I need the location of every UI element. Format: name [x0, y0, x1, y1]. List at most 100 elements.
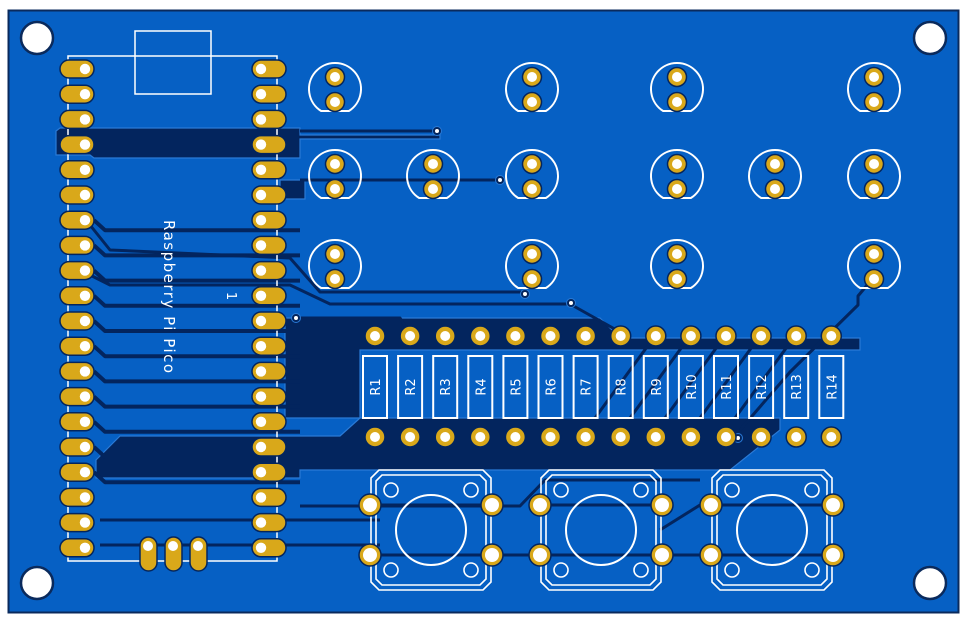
button-corner-mark	[804, 562, 820, 578]
led	[650, 62, 704, 112]
resistor-pad-hole	[545, 432, 556, 442]
resistor	[642, 355, 669, 419]
led-outline	[406, 149, 460, 199]
resistor-pad-hole	[650, 432, 661, 442]
header-pad-hole	[255, 391, 267, 402]
button-corner-mark	[383, 482, 399, 498]
resistor-pad-hole	[580, 432, 591, 442]
led-outline	[847, 62, 901, 112]
led-pad-hole	[672, 97, 682, 107]
resistor-label: R10	[685, 374, 700, 400]
resistor-pad-hole	[791, 331, 802, 341]
led-pad-hole	[869, 274, 879, 284]
trace-header-row	[92, 395, 300, 409]
header-pad-hole	[255, 63, 267, 75]
resistor-label: R7	[580, 378, 595, 395]
button-pad-hole	[826, 498, 840, 512]
resistor-pad-hole	[615, 331, 626, 341]
usb-connector-outline	[134, 30, 212, 95]
mounting-hole	[912, 20, 948, 56]
led-pad-hole	[869, 72, 879, 82]
led-outline	[308, 239, 362, 289]
trace-resistor-diag	[628, 335, 692, 419]
led	[406, 149, 460, 199]
trace-led-row3	[88, 224, 525, 294]
resistor-outline	[502, 355, 529, 419]
button-pad-hole	[533, 498, 547, 512]
resistor-label: R1	[369, 378, 384, 395]
trace-header-row	[92, 294, 300, 308]
led-pad-hole	[330, 184, 340, 194]
resistor-pad-hole	[475, 432, 486, 442]
resistor-pad-hole	[685, 331, 696, 341]
header-pad-hole	[255, 189, 267, 201]
button-pad-hole	[826, 548, 840, 562]
button-pad-hole	[704, 498, 718, 512]
resistor	[818, 355, 845, 419]
resistor-label: R14	[825, 374, 840, 400]
header-pad-hole	[79, 139, 91, 150]
resistor-outline	[607, 355, 634, 419]
led-outline	[505, 62, 559, 112]
resistor	[362, 355, 388, 419]
header-pad-hole	[79, 63, 91, 75]
header-pad-hole	[255, 542, 267, 553]
resistor-label: R5	[509, 378, 524, 395]
via-hole	[294, 316, 298, 320]
header-pad-hole	[79, 391, 91, 402]
led-pad-hole	[869, 159, 879, 169]
trace-header-row	[92, 369, 300, 384]
via-hole	[569, 301, 573, 305]
mcu-label: Raspberry Pi Pico	[160, 220, 178, 375]
header-pad-hole	[255, 467, 267, 478]
led-pad-hole	[869, 97, 879, 107]
resistor-pad-hole	[791, 432, 802, 442]
header-pad-hole	[79, 366, 91, 377]
header-pad-hole	[255, 240, 267, 251]
resistor-outline	[713, 355, 739, 419]
resistor-pad-hole	[826, 331, 837, 341]
led-pad-hole	[672, 159, 682, 169]
resistor	[502, 355, 529, 419]
debug-pad-hole	[193, 541, 203, 551]
led	[308, 239, 362, 289]
button-corner-mark	[633, 482, 649, 498]
resistor	[748, 355, 775, 419]
led	[650, 239, 704, 289]
button-pad-hole	[655, 498, 669, 512]
board-layer	[7, 9, 960, 614]
led-pad-hole	[428, 184, 438, 194]
header-pad-hole	[79, 290, 91, 301]
led	[650, 149, 704, 199]
header-pad-hole	[255, 89, 267, 100]
resistor-outline	[818, 355, 845, 419]
button-corner-mark	[553, 482, 569, 498]
button-actuator	[565, 494, 637, 566]
led-pad-hole	[527, 249, 537, 259]
led-outline	[748, 149, 802, 199]
debug-pad-hole	[143, 541, 153, 551]
resistor-label: R9	[650, 378, 665, 395]
header-pad-hole	[255, 164, 267, 175]
header-pad-hole	[79, 341, 91, 352]
led-pad-hole	[527, 184, 537, 194]
button-actuator	[395, 494, 467, 566]
resistor	[783, 355, 810, 419]
resistor-pad-hole	[545, 331, 556, 341]
led	[308, 62, 362, 112]
header-pad-hole	[255, 517, 267, 528]
led-outline	[650, 239, 704, 289]
resistor-label: R4	[474, 378, 489, 395]
header-pad-hole	[79, 265, 91, 276]
led-pad-hole	[869, 249, 879, 259]
trace-header-row	[92, 269, 300, 283]
via-hole	[523, 292, 527, 296]
trace-header-row	[92, 344, 300, 359]
mounting-hole	[19, 565, 55, 601]
button-corner-mark	[724, 482, 740, 498]
led	[308, 149, 362, 199]
led-pad-hole	[330, 274, 340, 284]
resistor	[537, 355, 564, 419]
resistor	[572, 355, 599, 419]
led-pad-hole	[527, 274, 537, 284]
